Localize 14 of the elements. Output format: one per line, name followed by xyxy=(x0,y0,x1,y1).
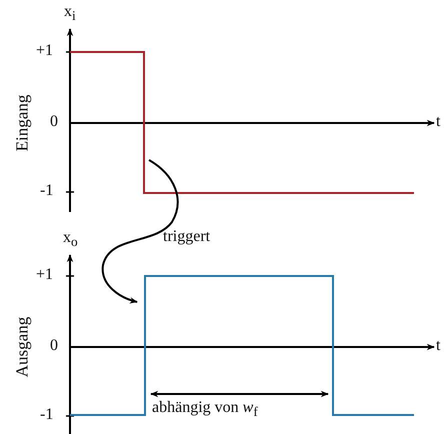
tick-label: -1 xyxy=(40,183,54,199)
axis-label: t xyxy=(436,338,440,354)
axis-title: Ausgang xyxy=(14,316,30,378)
annotation: triggert xyxy=(163,229,210,245)
tick-label: -1 xyxy=(40,407,54,423)
axis-label: x$_{o}$ xyxy=(63,230,78,249)
tick-label: 0 xyxy=(50,338,58,354)
axis-title: Eingang xyxy=(14,94,30,152)
axis-label: t xyxy=(436,114,440,130)
tick-label: +1 xyxy=(36,267,54,283)
axis-label: x$_{i}$ xyxy=(64,4,76,23)
tick-label: +1 xyxy=(36,43,54,59)
dimension-label: abhängig von w$_{f}$ xyxy=(152,400,258,419)
tick-label: 0 xyxy=(50,114,58,130)
